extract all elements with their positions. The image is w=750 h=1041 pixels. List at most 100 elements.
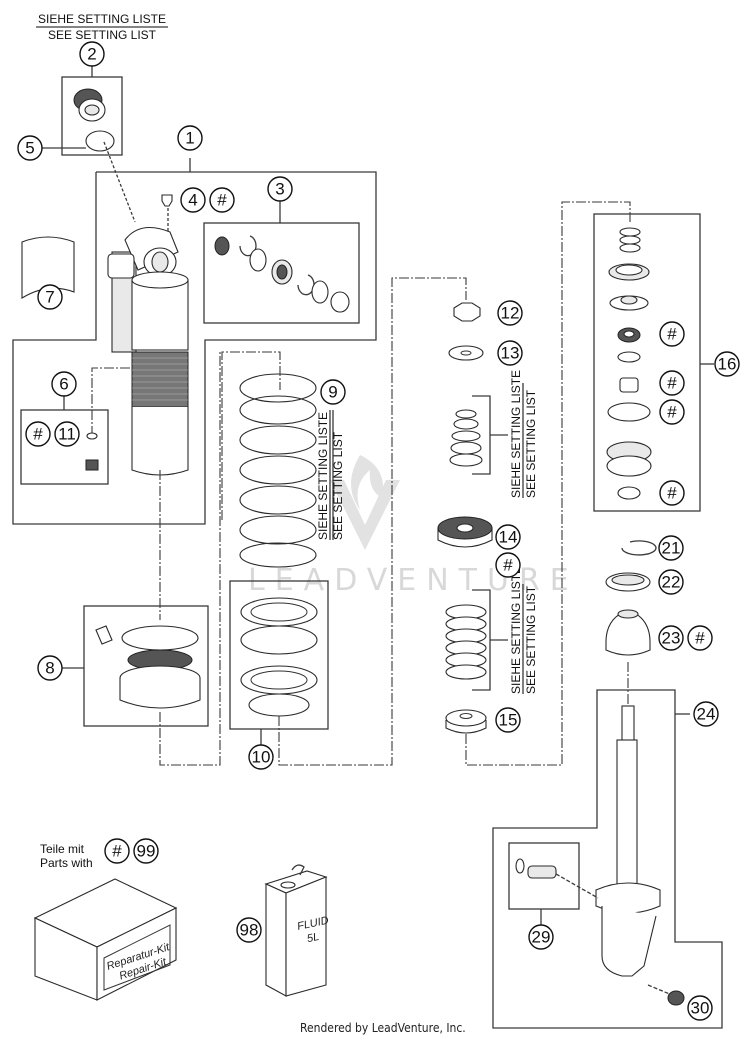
group-box-2 xyxy=(61,76,123,156)
part-washer-13 xyxy=(448,345,484,361)
svg-text:6: 6 xyxy=(59,375,68,394)
part-adjuster-ring-8 xyxy=(95,625,201,709)
setting-note-spring: SIEHE SETTING LISTE SEE SETTING LIST xyxy=(316,410,345,540)
callout-11[interactable]: 11 xyxy=(54,421,80,447)
callout-14[interactable]: 14 xyxy=(495,524,521,550)
svg-text:#: # xyxy=(695,629,705,648)
part-shim-stack-upper xyxy=(449,409,483,467)
hash-marker-16c: # xyxy=(659,399,685,425)
callout-98[interactable]: 98 xyxy=(236,917,262,943)
setting-note-de: SIEHE SETTING LISTE xyxy=(38,12,166,26)
svg-text:10: 10 xyxy=(252,748,271,767)
svg-text:8: 8 xyxy=(45,659,54,678)
legend-line1: Teile mit xyxy=(40,842,85,856)
svg-text:13: 13 xyxy=(501,344,520,363)
fluid-label-line2: 5L xyxy=(306,931,320,945)
footer-credit: Rendered by LeadVenture, Inc. xyxy=(300,1021,466,1035)
part-piston-valve xyxy=(73,88,106,122)
callout-24[interactable]: 24 xyxy=(693,701,719,727)
callout-7[interactable]: 7 xyxy=(37,284,63,310)
part-seal-assembly-23 xyxy=(605,609,651,656)
svg-text:SEE SETTING LIST: SEE SETTING LIST xyxy=(524,585,538,694)
setting-note-top: SIEHE SETTING LISTE SEE SETTING LIST xyxy=(36,12,168,42)
svg-text:SEE SETTING LIST: SEE SETTING LIST xyxy=(331,431,345,540)
callout-9[interactable]: 9 xyxy=(320,379,346,405)
callout-8[interactable]: 8 xyxy=(37,655,63,681)
svg-text:22: 22 xyxy=(662,573,681,592)
legend-line2: Parts with xyxy=(40,856,93,870)
hash-marker-legend: # xyxy=(104,838,130,864)
group-box-29 xyxy=(508,842,580,910)
svg-text:3: 3 xyxy=(275,180,284,199)
svg-text:#: # xyxy=(112,842,122,861)
callout-99[interactable]: 99 xyxy=(133,838,159,864)
part-sleeve-7 xyxy=(21,236,75,299)
svg-text:99: 99 xyxy=(137,842,156,861)
svg-text:#: # xyxy=(667,325,677,344)
part-repair-kit-box: Reparatur-Kit Repair-Kit xyxy=(33,878,178,1001)
callout-4[interactable]: 4 xyxy=(180,187,206,213)
group-box-6 xyxy=(20,409,109,485)
group-box-8 xyxy=(83,605,209,727)
callout-16[interactable]: 16 xyxy=(714,351,740,377)
part-o-ring-5 xyxy=(85,130,115,152)
setting-note-shims-upper: SIEHE SETTING LISTE SEE SETTING LIST xyxy=(509,370,538,498)
callout-30[interactable]: 30 xyxy=(687,995,713,1021)
svg-text:4: 4 xyxy=(188,191,197,210)
part-bleed-screw xyxy=(85,459,99,471)
svg-text:24: 24 xyxy=(697,705,716,724)
callout-6[interactable]: 6 xyxy=(51,371,77,397)
svg-text:29: 29 xyxy=(532,928,551,947)
part-bleed-valve-29 xyxy=(515,858,557,879)
part-bushing-30 xyxy=(667,990,685,1006)
callout-21[interactable]: 21 xyxy=(658,535,684,561)
part-compression-adjuster-kit-16 xyxy=(606,227,652,500)
hash-marker-16a: # xyxy=(659,321,685,347)
callout-3[interactable]: 3 xyxy=(267,176,293,202)
callout-22[interactable]: 22 xyxy=(658,569,684,595)
hash-marker-14: # xyxy=(495,552,521,578)
part-nut-12 xyxy=(453,302,481,322)
hash-marker-11: # xyxy=(25,421,51,447)
part-spring-9 xyxy=(221,351,317,568)
svg-text:12: 12 xyxy=(501,304,520,323)
callout-10[interactable]: 10 xyxy=(248,744,274,770)
callout-2[interactable]: 2 xyxy=(79,41,105,67)
part-spring-seat-10 xyxy=(240,597,318,717)
svg-text:#: # xyxy=(503,556,513,575)
callout-23[interactable]: 23 xyxy=(658,625,684,651)
hash-marker-16b: # xyxy=(659,370,685,396)
setting-note-en: SEE SETTING LIST xyxy=(48,28,157,42)
hash-marker-16d: # xyxy=(659,480,685,506)
hash-marker-23: # xyxy=(687,625,713,651)
callout-5[interactable]: 5 xyxy=(17,135,43,161)
svg-text:SIEHE SETTING LISTE: SIEHE SETTING LISTE xyxy=(509,566,523,694)
part-valve-cap-4 xyxy=(161,194,173,207)
part-piston-rod-eyelet-24 xyxy=(595,705,661,977)
svg-text:30: 30 xyxy=(691,999,710,1018)
part-bump-stop-15 xyxy=(445,709,487,734)
group-box-1 xyxy=(12,158,377,525)
svg-text:98: 98 xyxy=(240,921,259,940)
callout-1[interactable]: 1 xyxy=(177,125,203,151)
hash-marker-4: # xyxy=(209,187,235,213)
callout-13[interactable]: 13 xyxy=(497,340,523,366)
callout-29[interactable]: 29 xyxy=(528,924,554,950)
callout-12[interactable]: 12 xyxy=(497,300,523,326)
svg-text:16: 16 xyxy=(718,355,737,374)
svg-text:#: # xyxy=(667,403,677,422)
svg-text:23: 23 xyxy=(662,629,681,648)
svg-text:#: # xyxy=(217,191,227,210)
svg-text:9: 9 xyxy=(328,383,337,402)
group-box-3 xyxy=(203,222,360,324)
part-circlip-21 xyxy=(621,540,657,556)
group-box-24 xyxy=(492,689,723,1029)
callout-15[interactable]: 15 xyxy=(495,707,521,733)
svg-text:2: 2 xyxy=(87,45,96,64)
part-shim-stack-lower xyxy=(445,604,487,680)
svg-text:1: 1 xyxy=(185,129,194,148)
setting-note-shims-lower: SIEHE SETTING LISTE SEE SETTING LIST xyxy=(509,566,538,694)
part-shock-body xyxy=(107,226,189,476)
svg-text:5: 5 xyxy=(25,139,34,158)
